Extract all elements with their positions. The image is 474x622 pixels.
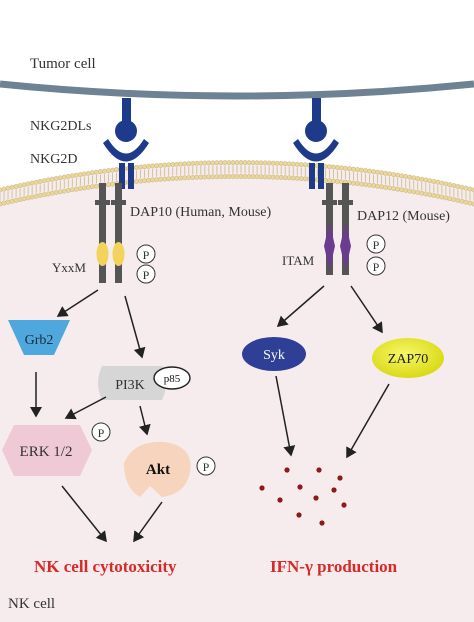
akt-node: Akt P [124, 441, 216, 497]
nkg2dl-ligand-left [115, 98, 137, 142]
nkg2d-receptor-left [103, 139, 149, 189]
itam-label: ITAM [282, 253, 315, 268]
arrow-dap10-grb2 [56, 289, 99, 317]
nk-cell-membrane [0, 160, 474, 207]
svg-text:PI3K: PI3K [115, 378, 145, 393]
dap10-label: DAP10 (Human, Mouse) [130, 205, 271, 220]
arrow-erk-cytotoxicity [61, 485, 107, 543]
syk-node: Syk [242, 337, 306, 371]
svg-text:P: P [373, 260, 380, 274]
nkg2dls-label: NKG2DLs [30, 119, 91, 134]
arrow-akt-cytotoxicity [133, 501, 163, 543]
svg-text:P: P [143, 268, 150, 282]
nkg2d-receptor-right [293, 139, 339, 189]
svg-text:ERK 1/2: ERK 1/2 [20, 444, 73, 460]
svg-text:P: P [98, 426, 105, 440]
tumor-cell-membrane [0, 80, 474, 100]
svg-text:P: P [203, 460, 210, 474]
phospho-dap10-1: P [136, 244, 156, 264]
pi3k-node: PI3K p85 [98, 366, 191, 400]
nk-cell-label: NK cell [8, 596, 55, 612]
svg-text:Syk: Syk [263, 348, 285, 363]
dap12-label: DAP12 (Mouse) [357, 209, 450, 224]
arrow-dap12-zap70 [350, 285, 383, 334]
svg-text:Grb2: Grb2 [25, 333, 54, 348]
ifn-gamma-secreted-particles [259, 467, 347, 526]
ifn-gamma-production-outcome: IFN-γ production [270, 557, 398, 576]
arrow-dap10-pi3k [124, 295, 146, 359]
signal-arrows [30, 285, 390, 543]
phospho-dap12-1: P [366, 234, 386, 254]
nk-cell-cytoplasm [0, 162, 474, 622]
arrow-zap70-ifn [346, 383, 390, 459]
tumor-cell-label: Tumor cell [30, 56, 96, 72]
svg-text:P: P [373, 238, 380, 252]
grb2-node: Grb2 [8, 320, 70, 355]
dap10-adaptor [95, 183, 126, 283]
svg-text:ZAP70: ZAP70 [388, 352, 428, 367]
yxxm-label: YxxM [52, 260, 86, 275]
arrow-dap12-syk [276, 285, 325, 327]
zap70-node: ZAP70 [372, 338, 444, 378]
dap12-adaptor [322, 183, 353, 275]
arrow-pi3k-erk [64, 396, 107, 420]
arrow-pi3k-akt [138, 405, 151, 436]
p85-label: p85 [164, 373, 181, 385]
arrow-syk-ifn [275, 375, 296, 457]
svg-text:Akt: Akt [146, 462, 170, 478]
nkg2d-label: NKG2D [30, 152, 77, 167]
phospho-dap12-2: P [366, 256, 386, 276]
erk-node: ERK 1/2 P [2, 422, 111, 476]
phospho-dap10-2: P [136, 264, 156, 284]
svg-text:P: P [143, 248, 150, 262]
nkg2dl-ligand-right [305, 98, 327, 142]
nk-cytotoxicity-outcome: NK cell cytotoxicity [34, 557, 177, 576]
